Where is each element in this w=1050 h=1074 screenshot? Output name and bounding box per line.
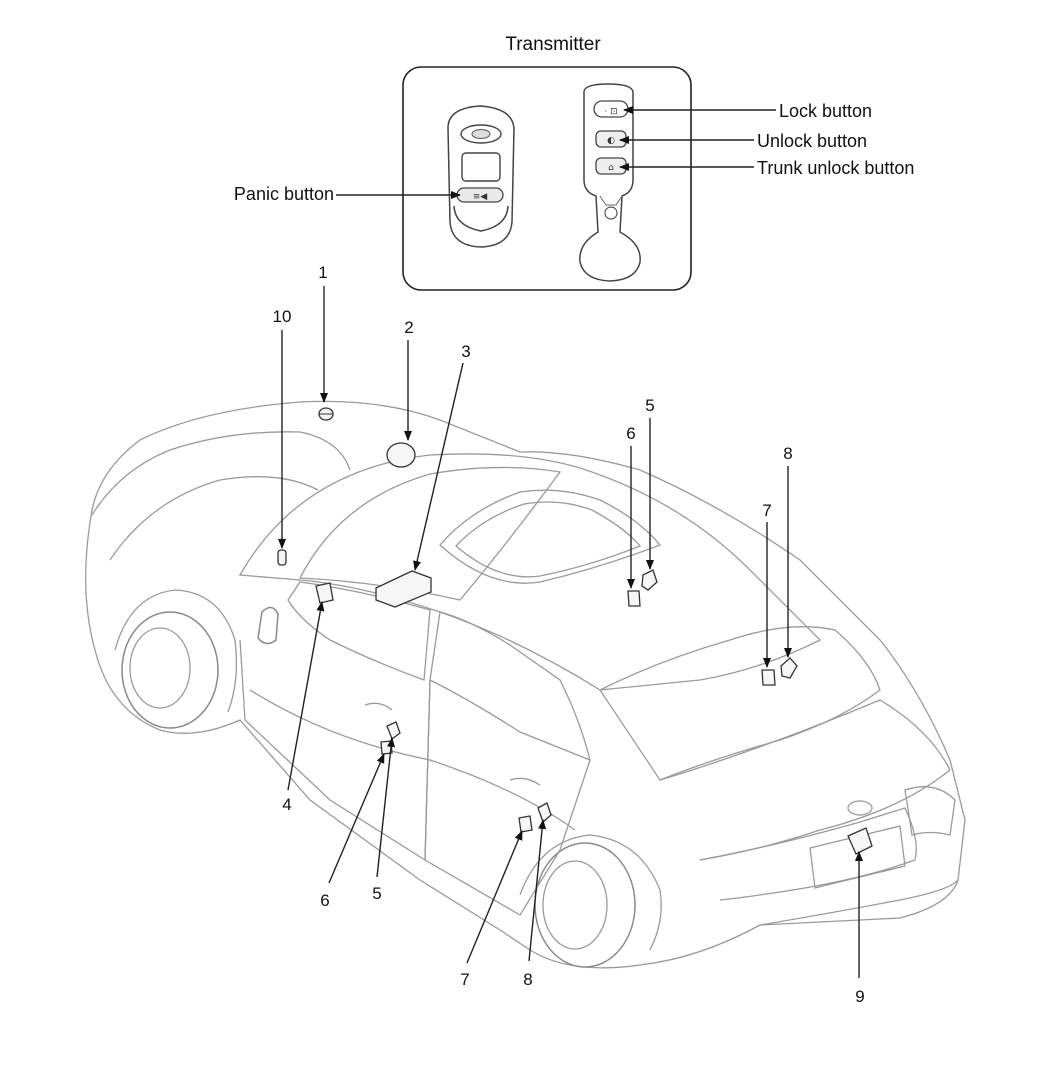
lock-button-label: Lock button bbox=[779, 101, 872, 121]
leader-3 bbox=[413, 362, 464, 571]
leader-8b bbox=[528, 819, 547, 962]
leader-4 bbox=[287, 601, 325, 791]
part-number-2: 2 bbox=[404, 318, 413, 337]
part-number-7a: 7 bbox=[762, 501, 771, 520]
part-1-icon bbox=[318, 407, 334, 421]
transmitter-panel: Transmitter ≡◀ · ⊡ ◐ ⌂ Panic button bbox=[234, 34, 914, 291]
leader-7b bbox=[466, 830, 523, 964]
svg-text:⌂: ⌂ bbox=[608, 163, 614, 173]
part-number-8a: 8 bbox=[783, 444, 792, 463]
part-number-5a: 5 bbox=[645, 396, 654, 415]
part-number-8b: 8 bbox=[523, 970, 532, 989]
part-number-9: 9 bbox=[855, 987, 864, 1006]
unlock-button-label: Unlock button bbox=[757, 131, 867, 151]
transmitter-title: Transmitter bbox=[505, 34, 601, 55]
key-fob-back-icon: · ⊡ ◐ ⌂ bbox=[579, 83, 641, 282]
part-number-1: 1 bbox=[318, 263, 327, 282]
part-8b-icon bbox=[537, 802, 552, 824]
key-fob-icon: ≡◀ bbox=[447, 105, 515, 248]
part-8a-icon bbox=[780, 657, 798, 679]
part-number-4: 4 bbox=[282, 795, 291, 814]
part-7b-icon bbox=[518, 815, 533, 833]
trunk-unlock-button-label: Trunk unlock button bbox=[757, 158, 914, 178]
svg-text:◐: ◐ bbox=[607, 136, 615, 146]
panic-button-label: Panic button bbox=[234, 184, 334, 204]
part-number-3: 3 bbox=[461, 342, 470, 361]
part-3-icon bbox=[375, 570, 432, 608]
part-number-10: 10 bbox=[273, 307, 292, 326]
part-number-6b: 6 bbox=[320, 891, 329, 910]
part-4-icon bbox=[315, 582, 334, 604]
part-number-7b: 7 bbox=[460, 970, 469, 989]
part-10-icon bbox=[277, 549, 287, 566]
part-5a-icon bbox=[641, 569, 658, 591]
part-2-icon bbox=[386, 442, 416, 468]
leader-6b bbox=[328, 753, 385, 884]
sedan-outline-icon bbox=[85, 400, 966, 969]
leader-5b bbox=[376, 737, 396, 878]
part-7a-icon bbox=[761, 669, 776, 686]
part-number-5b: 5 bbox=[372, 884, 381, 903]
part-number-6a: 6 bbox=[626, 424, 635, 443]
part-5b-icon bbox=[386, 721, 401, 741]
svg-text:≡◀: ≡◀ bbox=[473, 192, 488, 202]
transmitter-frame bbox=[402, 66, 692, 291]
part-6a-icon bbox=[627, 590, 641, 607]
svg-text:· ⊡: · ⊡ bbox=[604, 107, 617, 117]
part-9-icon bbox=[847, 827, 873, 855]
